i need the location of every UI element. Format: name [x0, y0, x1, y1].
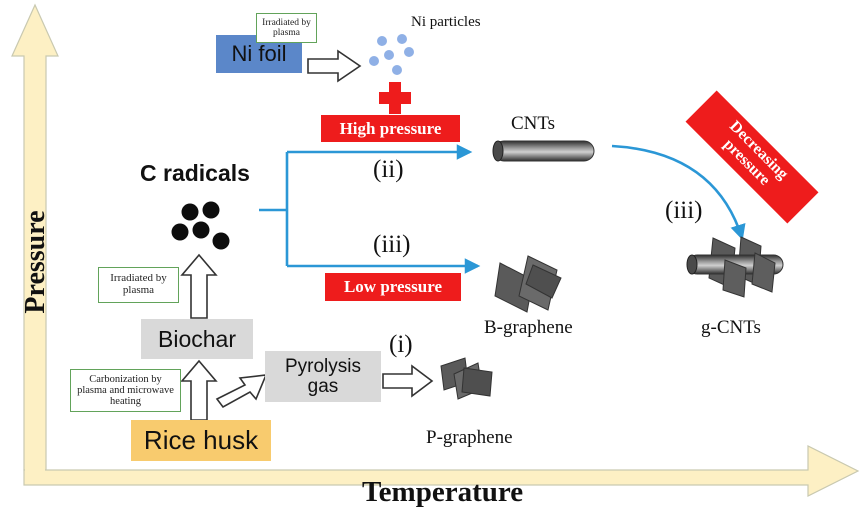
p-graphene-sheets-icon — [440, 357, 493, 400]
c-radicals-dots-icon — [171, 201, 230, 250]
blue-flow-arrows — [259, 144, 746, 274]
rice-husk-box: Rice husk — [131, 420, 271, 461]
biochar-box: Biochar — [141, 319, 253, 359]
c-radicals-label: C radicals — [140, 160, 250, 186]
biochar-to-radicals-arrow — [180, 253, 218, 319]
temperature-axis-arrow — [23, 445, 860, 497]
process-arrows — [180, 49, 434, 421]
y-axis-label: Pressure — [20, 210, 51, 314]
b-graphene-sheets-icon — [494, 255, 562, 313]
ni-foil-to-particles-arrow — [307, 49, 362, 83]
pyrolysis-gas-box: Pyrolysis gas — [265, 351, 381, 402]
ni-particles-icon — [369, 34, 414, 75]
axes — [11, 3, 860, 497]
carbonization-note: Carbonization by plasma and microwave he… — [70, 369, 181, 412]
b-graphene-label: B-graphene — [484, 317, 573, 338]
cnt-tube-icon — [492, 140, 595, 162]
high-pressure-label: High pressure — [321, 115, 460, 142]
gas-to-p-graphene-arrow — [382, 364, 434, 398]
irradiated-biochar-note: Irradiated by plasma — [98, 267, 179, 303]
plus-icon — [379, 82, 411, 114]
route-iii-low-label: (iii) — [373, 231, 411, 258]
route-iii-decrease-label: (iii) — [665, 197, 703, 224]
p-graphene-label: P-graphene — [426, 427, 513, 448]
decreasing-pressure-arrow — [611, 144, 746, 241]
low-pressure-label: Low pressure — [325, 273, 461, 301]
g-cnts-label: g-CNTs — [701, 317, 761, 338]
route-ii-label: (ii) — [373, 156, 404, 183]
rice-husk-to-biochar-arrow — [180, 359, 218, 421]
irradiated-ni-note: Irradiated by plasma — [256, 13, 317, 43]
route-i-label: (i) — [389, 331, 413, 358]
g-cnt-icon — [686, 236, 784, 298]
cnts-label: CNTs — [511, 113, 556, 134]
rice-husk-to-gas-arrow — [215, 374, 268, 409]
x-axis-label: Temperature — [362, 476, 524, 508]
ni-particles-label: Ni particles — [411, 14, 481, 30]
